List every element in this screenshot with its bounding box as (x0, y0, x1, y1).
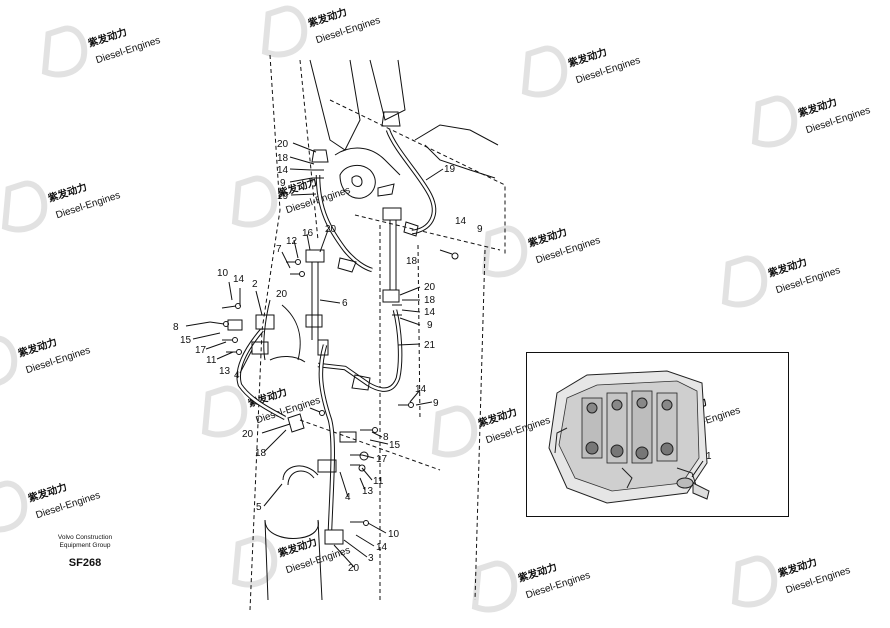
watermark-logo-icon (431, 405, 478, 458)
callout-14: 14 (415, 384, 427, 395)
callout-18: 18 (255, 448, 267, 459)
callout-9: 9 (433, 398, 439, 409)
control-valve-body (548, 370, 708, 504)
watermark-logo-icon (721, 255, 768, 308)
control-valve-illustration: 1 (548, 370, 712, 504)
watermark-logo-icon (0, 335, 18, 388)
callout-20: 20 (277, 139, 289, 150)
watermark-logo-icon (261, 5, 308, 58)
callout-9: 9 (427, 320, 433, 331)
watermark-logo-icon (731, 555, 778, 608)
watermark-logo-icon (0, 480, 28, 533)
watermark-logo-icon (1, 180, 48, 233)
callout-5: 5 (256, 502, 262, 513)
callout-20: 20 (276, 289, 288, 300)
watermark-logo-icon (751, 95, 798, 148)
callout-labels: 20 18 14 9 19 19 7 12 16 20 14 9 18 6 20… (173, 139, 483, 574)
publisher-line-2: Equipment Group (59, 542, 111, 549)
callout-11: 11 (373, 476, 384, 487)
callout-13: 13 (219, 366, 231, 377)
callout-4: 4 (345, 492, 351, 503)
bolts-and-washers (209, 169, 459, 526)
callout-10: 10 (217, 268, 229, 279)
hose-19-left (315, 174, 373, 273)
callout-6: 6 (342, 298, 348, 309)
callout-14: 14 (277, 165, 289, 176)
callout-9: 9 (477, 224, 483, 235)
callout-20: 20 (424, 282, 436, 293)
callout-14: 14 (455, 216, 467, 227)
watermark-logo-icon (521, 45, 568, 98)
callout-17: 17 (376, 454, 388, 465)
callout-18: 18 (424, 295, 436, 306)
callout-20: 20 (325, 224, 337, 235)
callout-15: 15 (180, 335, 192, 346)
publisher-line-1: Volvo Construction (57, 534, 113, 541)
hose-19-right (385, 129, 437, 235)
inset-detail-box: 1 (526, 352, 789, 517)
callout-16: 16 (302, 228, 314, 239)
inset-leader-line (691, 460, 704, 478)
callout-14: 14 (424, 307, 436, 318)
callout-2: 2 (252, 279, 258, 290)
callout-11: 11 (206, 355, 217, 366)
callout-18: 18 (406, 256, 418, 267)
callout-20: 20 (348, 563, 360, 574)
drawing-caption: Volvo Construction Equipment Group SF268 (30, 534, 140, 569)
watermark-logo-icon (481, 225, 528, 278)
callout-13: 13 (362, 486, 374, 497)
pipe-4 (236, 328, 335, 531)
callout-9: 9 (280, 178, 286, 189)
callout-4: 4 (234, 370, 240, 381)
watermark-logo-icon (201, 385, 248, 438)
callout-7: 7 (276, 244, 282, 255)
callout-14: 14 (376, 542, 388, 553)
callout-17: 17 (195, 345, 207, 356)
callout-19: 19 (444, 164, 456, 175)
boom-outline (249, 54, 506, 611)
watermark-logo-icon (471, 560, 518, 613)
callout-19: 19 (277, 191, 289, 202)
callout-20: 20 (242, 429, 254, 440)
u-bolt-5 (269, 356, 319, 486)
watermark-logo-icon (41, 25, 88, 78)
callout-10: 10 (388, 529, 400, 540)
drawing-code: SF268 (68, 557, 102, 569)
valve-fitting-1 (676, 477, 710, 500)
callout-21: 21 (424, 340, 436, 351)
callout-12: 12 (286, 236, 298, 247)
leader-lines (185, 142, 444, 568)
hose-21 (317, 309, 403, 392)
watermark-logo-icon (231, 535, 278, 588)
callout-14: 14 (233, 274, 245, 285)
callout-8: 8 (383, 432, 389, 443)
callout-15: 15 (389, 440, 401, 451)
callout-3: 3 (368, 553, 374, 564)
clamp-parts (227, 111, 419, 545)
inset-callout-1: 1 (706, 451, 712, 462)
watermark-logo-icon (231, 175, 278, 228)
callout-18: 18 (277, 153, 289, 164)
callout-8: 8 (173, 322, 179, 333)
